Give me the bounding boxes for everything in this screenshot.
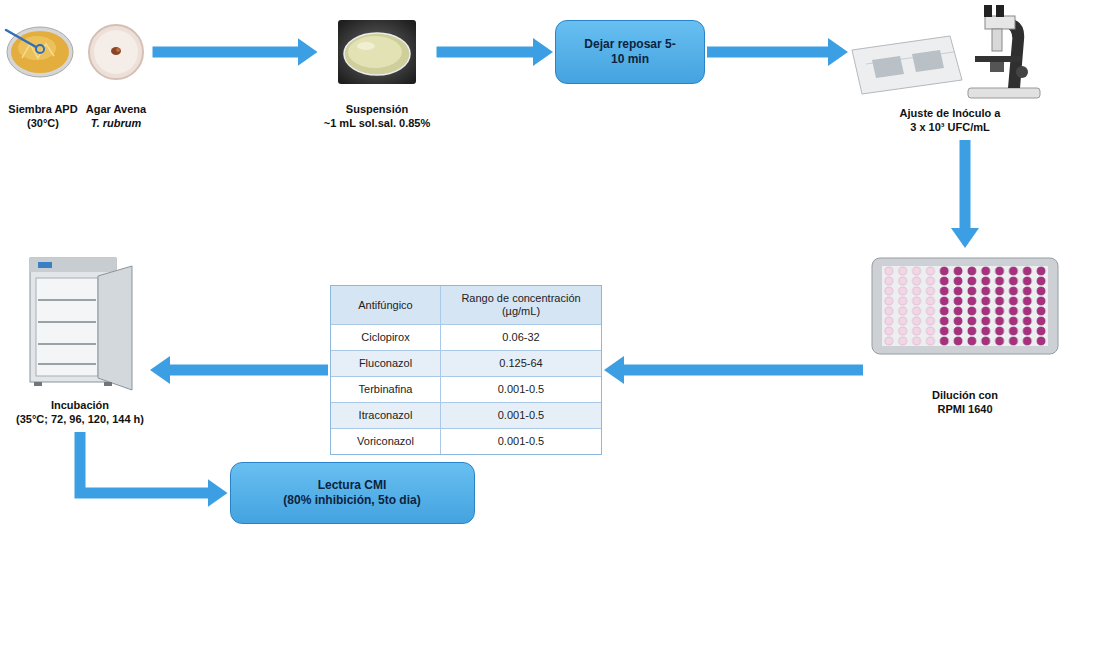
flow-arrow [623,365,863,376]
step-caption: (35°C; 72, 96, 120, 144 h) [16,412,144,426]
table-cell: Fluconazol [331,351,441,377]
process-box: Dejar reposar 5-10 min [555,20,705,84]
shelf [38,343,96,345]
purple-wells [937,266,1048,346]
step-caption: T. rubrum [91,116,142,130]
counting-chamber [912,50,944,72]
streak [22,44,54,58]
oat-agar-illustration [89,25,143,79]
step-caption: ~1 mL sol.sal. 0.85% [324,116,431,130]
suspension-photo [338,20,416,84]
colony-center [116,48,120,52]
shelf [38,363,96,365]
step-caption: Ajuste de Inóculo a [900,106,1001,120]
table-cell: Terbinafina [331,377,441,403]
step-caption: Suspensión [346,102,408,116]
head [985,16,1015,29]
eyepiece [996,5,1004,17]
stage-plate [975,56,1021,62]
loop-handle [6,30,36,47]
condenser [990,62,1004,72]
open-door [98,266,132,390]
process-step: Incubación(35°C; 72, 96, 120, 144 h) [12,250,148,430]
step-caption: Dilución con [932,388,998,402]
chamber [36,278,98,376]
shelf [38,299,96,301]
loop-tip [36,45,44,53]
step-caption: (30°C) [27,116,59,130]
agar-surface [94,30,138,74]
incubator-illustration [30,258,132,390]
step-caption: Incubación [51,398,109,412]
plate-body [882,266,1048,346]
box-text: (80% inhibición, 5to dia) [283,493,420,508]
process-box: Lectura CMI(80% inhibición, 5to dia) [230,462,475,524]
slide [852,36,962,94]
table-cell: Antifúngico [331,286,441,325]
step-caption: Siembra APD [8,102,77,116]
step-caption: Agar Avena [86,102,146,116]
microplate-photo [872,258,1058,354]
flow-arrow [707,47,829,58]
counting-chamber [872,56,904,78]
plate-rim [7,27,73,77]
table-cell: 0.125-64 [441,351,601,377]
shelf [38,321,96,323]
colony [111,47,121,55]
focus-knob [1016,66,1028,78]
table-cell: Itraconazol [331,403,441,429]
objective [992,29,1002,51]
table-cell: Voriconazol [331,429,441,454]
box-text: Dejar reposar 5-10 min [580,37,680,67]
plate-frame [872,258,1058,354]
process-step: Ajuste de Inóculo a3 x 10³ UFC/mL [850,4,1050,138]
plate-rim [89,25,143,79]
step-caption: 3 x 10³ UFC/mL [910,120,989,134]
table-cell: 0.001-0.5 [441,377,601,403]
reflection [357,42,375,50]
photo-ground [338,20,416,84]
table-cell: 0.06-32 [441,325,601,351]
data-table: AntifúngicoRango de concentración (µg/mL… [330,285,602,455]
hemocytometer-illustration [852,36,962,94]
table-cell: 0.001-0.5 [441,403,601,429]
step-caption: RPMI 1640 [937,402,992,416]
display [38,262,52,268]
flow-arrow [169,365,328,376]
agar-plate-illustration [6,27,73,77]
flow-arrow [960,140,971,229]
table-cell: Rango de concentración (µg/mL) [441,286,601,325]
box-text: Lectura CMI [318,478,387,493]
eyepiece [984,5,992,17]
dish [344,33,410,75]
foot [34,382,42,386]
process-step: Agar AvenaT. rubrum [82,18,151,134]
process-step: Siembra APD(30°C) [4,18,82,134]
table-cell: Ciclopirox [331,325,441,351]
pale-wells [882,266,937,346]
base [968,88,1040,98]
process-step: Dilución conRPMI 1640 [865,250,1065,420]
control-panel [30,258,116,272]
flow-arrow [437,47,535,58]
foot [104,382,112,386]
suspension-liquid [348,36,402,68]
process-step: Suspensión~1 mL sol.sal. 0.85% [320,18,435,134]
flow-arrow [153,47,299,58]
microscope-illustration [968,5,1040,98]
flow-arrow [80,432,209,493]
table-cell: 0.001-0.5 [441,429,601,454]
